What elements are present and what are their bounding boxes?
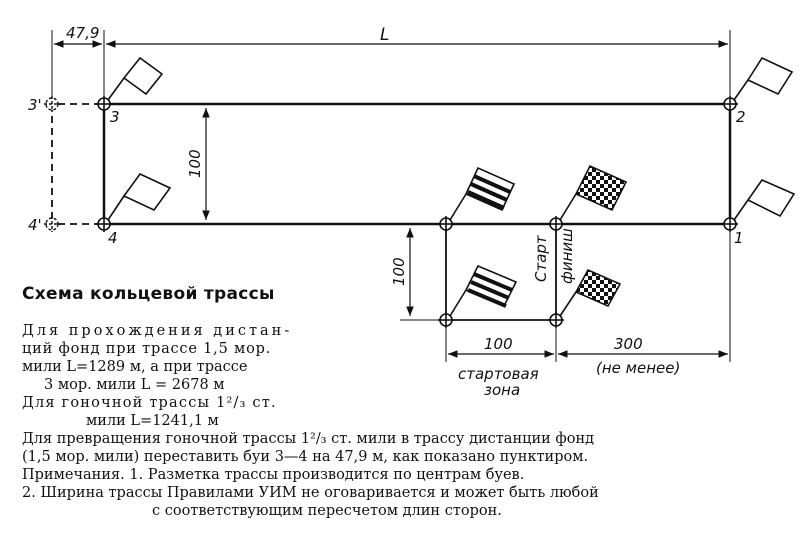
desc-line-5: Для гоночной трассы 1²/₃ ст. — [22, 395, 277, 411]
buoy-start-c — [438, 312, 454, 328]
buoy-4-label: 4 — [108, 229, 118, 247]
flag-white-icon — [733, 179, 796, 221]
note-line-2: (1,5 мор. мили) переставить буи 3—4 на 4… — [22, 449, 589, 465]
buoy-4 — [96, 216, 112, 232]
desc-line-6: мили L=1241,1 м — [86, 413, 219, 429]
buoy-3p-label: 3' — [28, 96, 42, 114]
finish-label: финиш — [558, 228, 576, 284]
start-width-label: 100 — [390, 257, 408, 286]
buoy-1-label: 1 — [734, 229, 744, 247]
length-label: L — [380, 25, 389, 45]
start-zone-label-1: стартовая — [458, 365, 539, 383]
buoy-2-label: 2 — [736, 108, 746, 126]
finish-len-label: 300 — [614, 335, 643, 353]
start-label: Старт — [532, 234, 550, 282]
diagram-title: Схема кольцевой трассы — [22, 284, 275, 304]
buoy-3-prime — [44, 96, 60, 112]
buoy-start-b — [548, 216, 564, 232]
desc-line-3: мили L=1289 м, а при трассе — [22, 359, 248, 375]
start-zone-label-2: зона — [484, 381, 520, 399]
note-line-1: Для превращения гоночной трассы 1²/₃ ст.… — [22, 431, 595, 447]
buoy-4p-label: 4' — [28, 216, 42, 234]
note-line-3: Примечания. 1. Разметка трассы производи… — [22, 467, 525, 483]
buoy-start-a — [438, 216, 454, 232]
buoy-4-prime — [44, 216, 60, 232]
note-line-4: 2. Ширина трассы Правилами УИМ не оговар… — [22, 485, 599, 501]
not-less-label: (не менее) — [596, 359, 680, 377]
buoy-2 — [722, 96, 738, 112]
offset-label: 47,9 — [66, 24, 99, 42]
desc-line-4: 3 мор. мили L = 2678 м — [44, 377, 225, 393]
desc-line-1: Для прохождения дистан- — [22, 323, 293, 339]
width-label: 100 — [186, 149, 204, 178]
flag-checkered-icon — [559, 164, 628, 221]
buoy-3 — [96, 96, 112, 112]
flag-white-icon — [107, 172, 172, 221]
flag-white-icon — [733, 56, 794, 101]
start-zone-len-label: 100 — [484, 335, 513, 353]
note-line-5: с соответствующим пересчетом длин сторон… — [152, 503, 502, 519]
flag-striped-icon — [449, 166, 516, 221]
flag-checkered-icon — [559, 268, 622, 317]
desc-line-2: ций фонд при трассе 1,5 мор. — [22, 341, 272, 357]
buoy-1 — [722, 216, 738, 232]
flag-white-icon — [107, 56, 164, 101]
buoy-3-label: 3 — [110, 108, 120, 126]
buoy-start-d — [548, 312, 564, 328]
flag-striped-icon — [449, 264, 518, 317]
course-outline — [102, 102, 732, 226]
